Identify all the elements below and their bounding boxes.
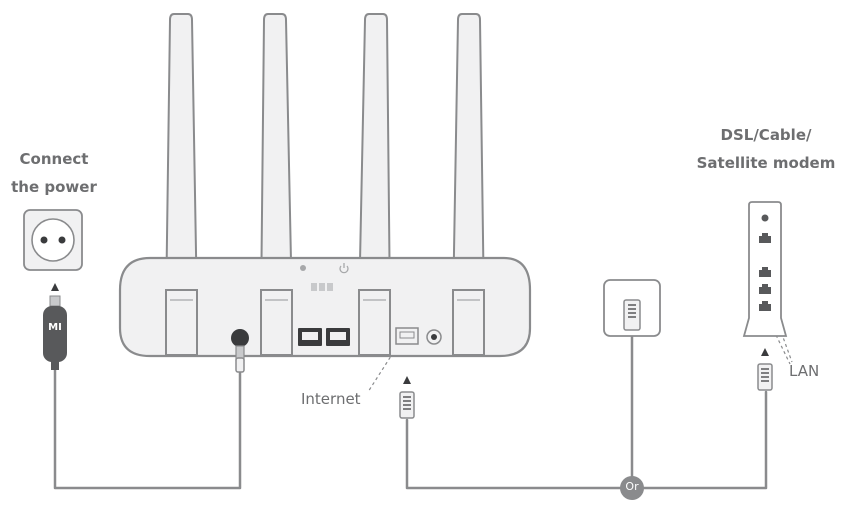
modem-label-line1: DSL/Cable/ [720, 126, 812, 144]
modem [742, 201, 788, 337]
antenna-3-base [358, 289, 391, 356]
cables [53, 332, 768, 490]
modem-ports [759, 233, 771, 311]
router [118, 256, 532, 358]
modem-label-line2: Satellite modem [696, 154, 836, 172]
modem-power-port [761, 214, 769, 222]
router-body [118, 256, 532, 358]
internet-plug [399, 376, 415, 419]
internet-cable [405, 390, 768, 490]
reset-button-icon [300, 265, 306, 271]
antenna-1-base [165, 289, 198, 356]
power-cable [53, 366, 242, 490]
adapter-up-arrow [51, 283, 59, 291]
router-power-plug [235, 345, 245, 373]
or-badge [620, 476, 644, 500]
lan-label: LAN [789, 362, 820, 380]
power-adapter [43, 283, 67, 370]
internet-dashed-line [367, 341, 401, 393]
adapter-prongs [49, 295, 61, 307]
power-symbol-icon [339, 263, 349, 274]
power-label-line2: the power [11, 178, 97, 196]
adapter-body [43, 306, 67, 362]
ethernet-wall-port [603, 279, 661, 337]
power-label-line1: Connect [19, 150, 89, 168]
router-internet-port [395, 327, 419, 345]
router-lan-ports [298, 328, 350, 346]
internet-up-arrow [403, 376, 411, 384]
router-power-port [231, 329, 249, 347]
modem-up-arrow [761, 348, 769, 356]
adapter-logo: MI [48, 322, 62, 333]
router-logo-icon [311, 283, 333, 291]
antenna-4-base [452, 289, 485, 356]
or-label: Or [625, 480, 639, 493]
internet-label: Internet [301, 390, 361, 408]
modem-label: DSL/Cable/ Satellite modem [690, 121, 842, 177]
modem-plug [757, 348, 773, 391]
antenna-2-base [260, 289, 293, 356]
connect-power-label: Connect the power [6, 145, 102, 201]
wall-socket [23, 209, 83, 271]
